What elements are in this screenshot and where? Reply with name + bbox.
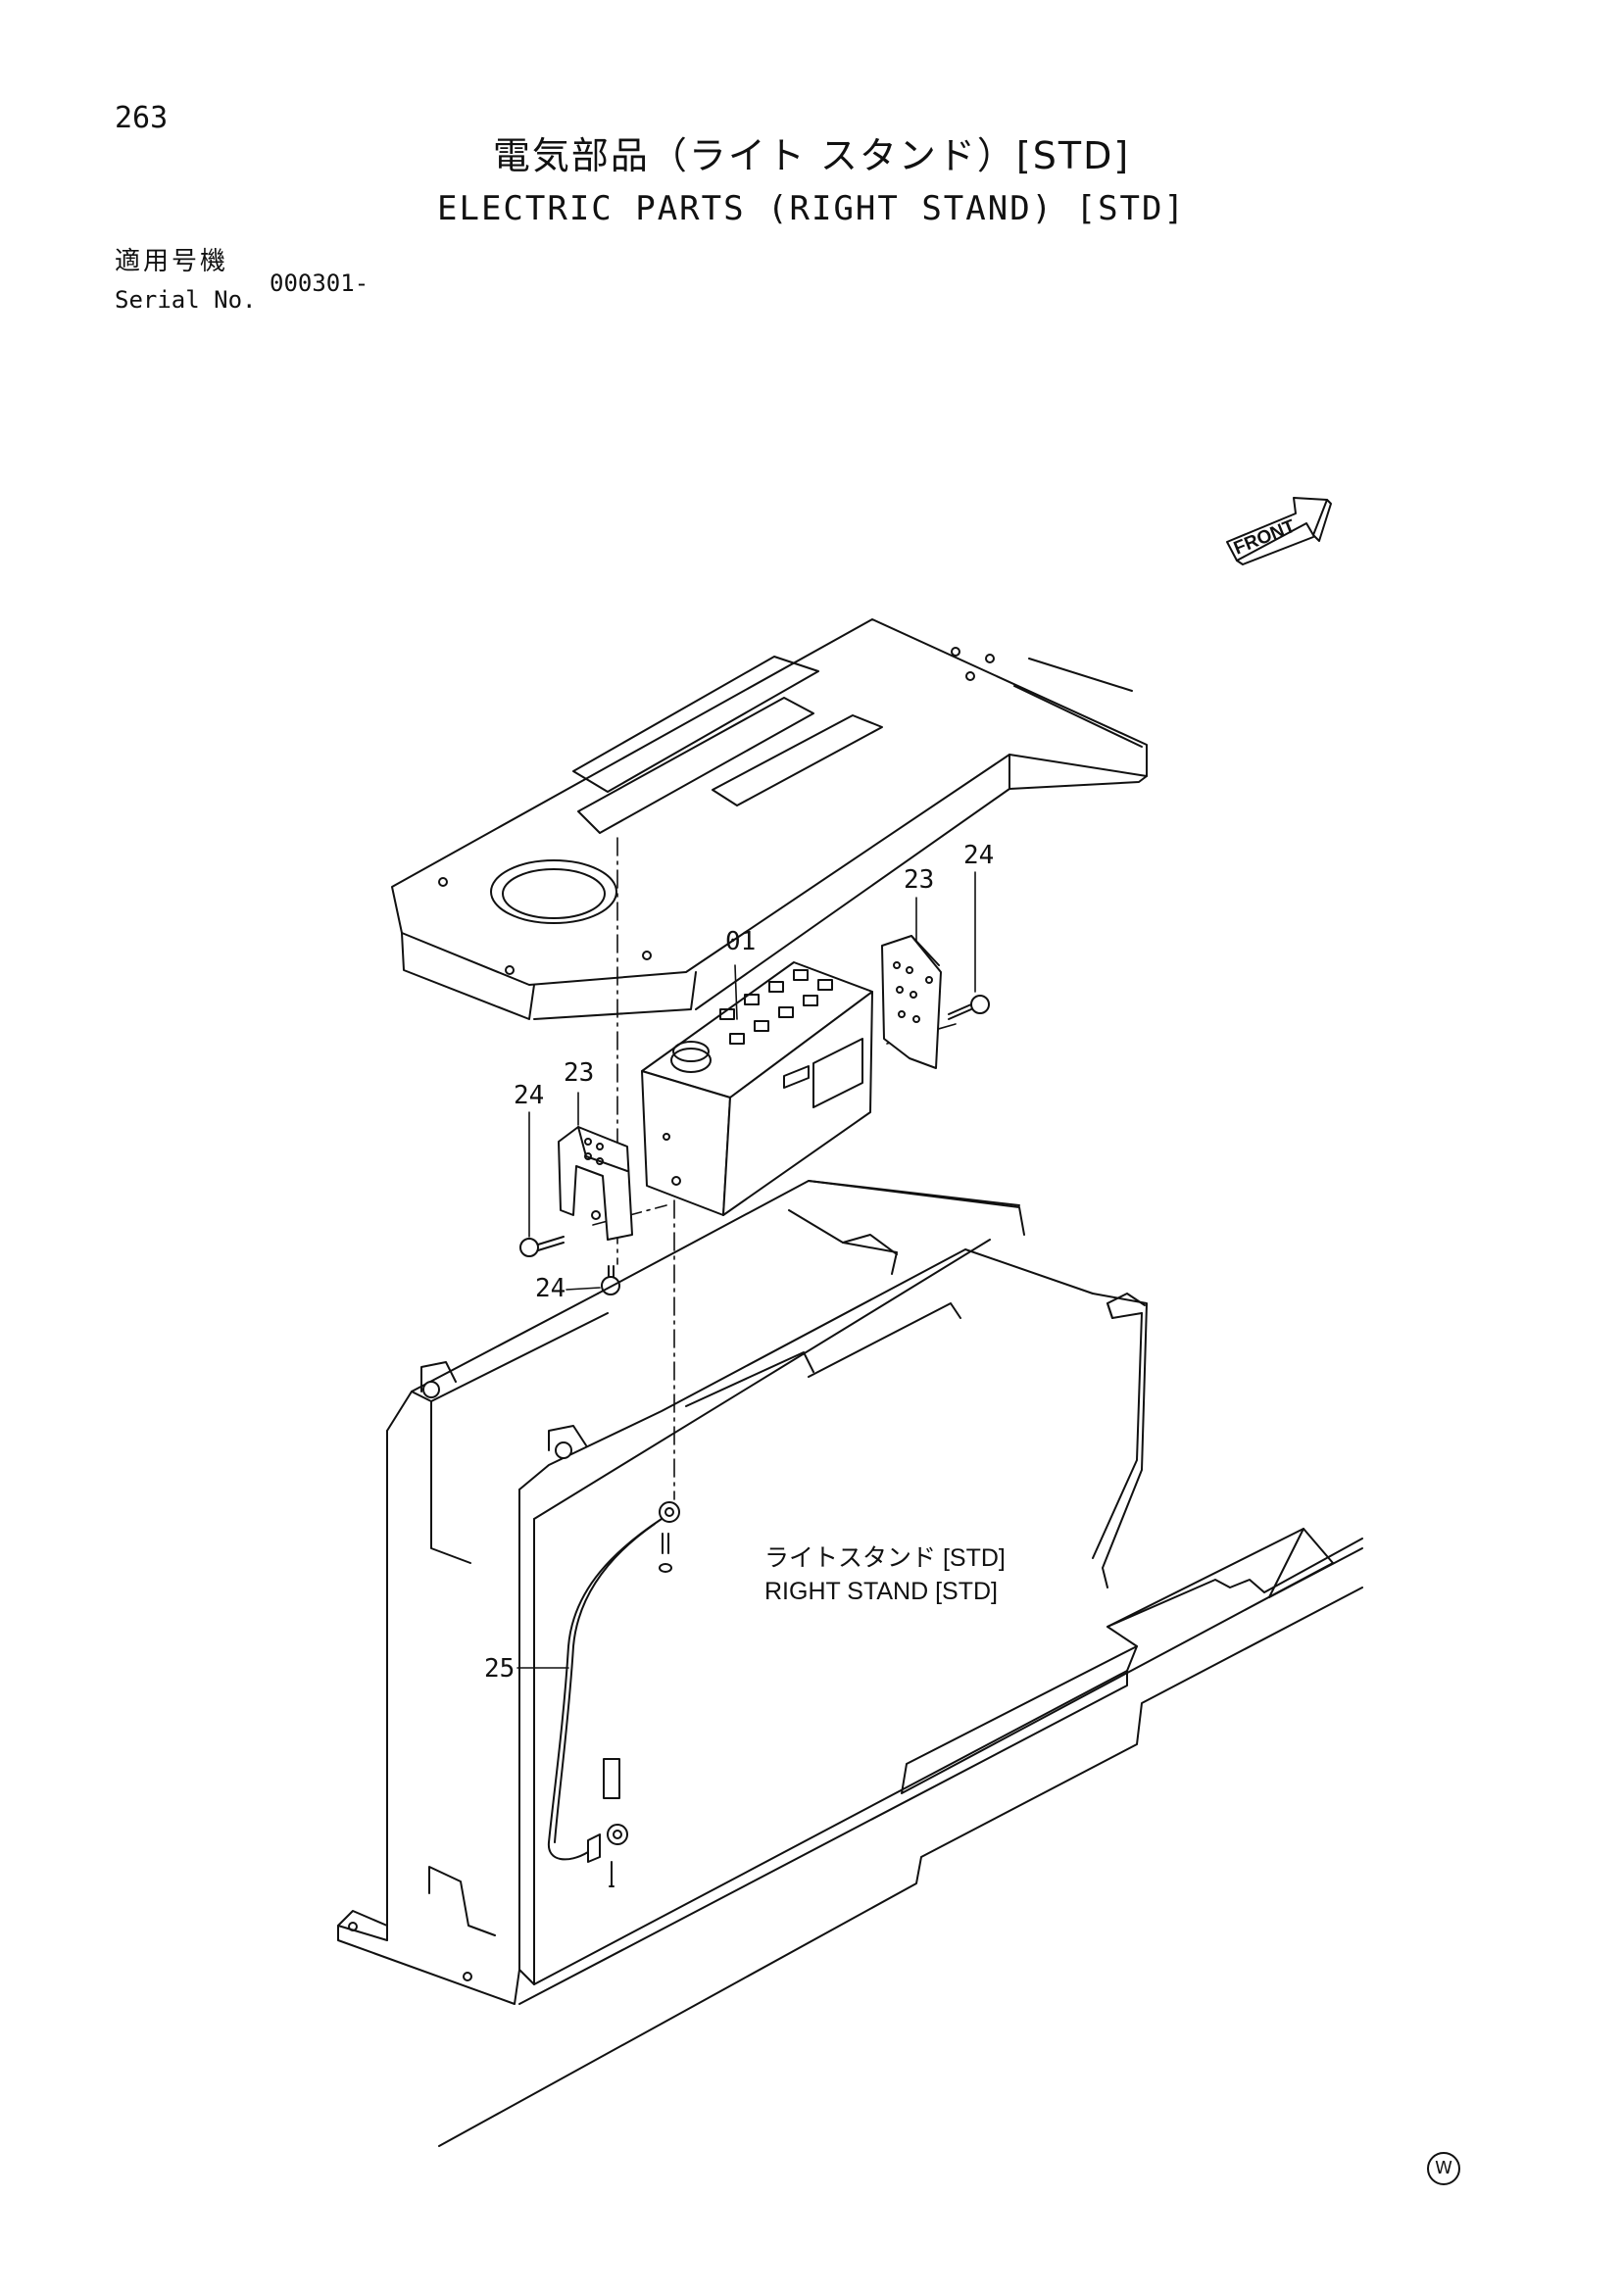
- screw-left: [519, 1236, 565, 1257]
- serial-label-english: Serial No.: [115, 286, 257, 314]
- serial-value: 000301-: [270, 269, 369, 297]
- callout-24-left: 24: [514, 1081, 545, 1110]
- page-number: 263: [115, 101, 169, 135]
- front-arrow-label: FRONT: [1231, 516, 1299, 560]
- page-title-english: ELECTRIC PARTS (RIGHT STAND) [STD]: [437, 189, 1186, 228]
- callout-24-right: 24: [963, 841, 995, 870]
- controller-unit: [641, 961, 873, 1216]
- floor-plate: [438, 1538, 1363, 2147]
- corner-mark: W: [1427, 2152, 1460, 2185]
- serial-label-japanese: 適用号機: [115, 247, 229, 276]
- bracket-right: [881, 935, 942, 1069]
- callout-24-bottom: 24: [535, 1274, 566, 1303]
- callout-25: 25: [484, 1654, 516, 1684]
- front-arrow-icon: FRONT: [1226, 497, 1332, 565]
- stand-label-japanese: ライトスタンド [STD]: [764, 1544, 1006, 1572]
- callout-23-left: 23: [564, 1058, 595, 1088]
- callout-23-right: 23: [904, 865, 935, 895]
- ground-wire: [547, 1501, 680, 1887]
- stand-label-english: RIGHT STAND [STD]: [764, 1578, 998, 1605]
- top-plate: [391, 618, 1148, 1020]
- page-title-japanese: 電気部品（ライト スタンド）[STD]: [492, 134, 1131, 177]
- callout-01: 01: [725, 927, 757, 956]
- screw-right: [948, 995, 990, 1020]
- bracket-left: [558, 1126, 633, 1241]
